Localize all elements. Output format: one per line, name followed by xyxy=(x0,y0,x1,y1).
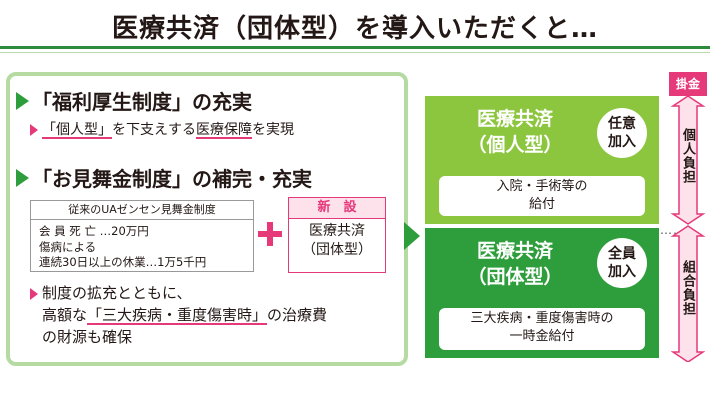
title-divider xyxy=(0,46,710,49)
benefit-line2: 給付 xyxy=(528,197,555,212)
new-plan-line1: 医療共済 xyxy=(309,223,365,239)
benefit-line2: 一時金給付 xyxy=(509,329,575,344)
benefit-line1: 入院・手術等の xyxy=(496,179,588,194)
new-plan-name: 医療共済 （団体型） xyxy=(289,222,385,260)
plus-icon xyxy=(258,222,282,246)
legacy-condolence-box: 従来のUAゼンセン見舞金制度 会 員 死 亡 …20万円 傷病による 連続30日… xyxy=(30,200,254,272)
legacy-injury-label: 傷病による xyxy=(39,240,97,254)
note-costly-text: 高額な xyxy=(42,306,88,324)
union-burden-arrow xyxy=(670,225,706,362)
optional-enrollment-badge: 任意 加入 xyxy=(597,108,647,158)
individual-plan-benefit: 入院・手術等の 給付 xyxy=(439,176,645,216)
page-title: 医療共済（団体型）を導入いただくと… xyxy=(111,14,598,44)
medical-coverage-text: 医療保障 xyxy=(196,122,252,138)
note-line3: の財源も確保 xyxy=(42,328,133,346)
new-badge: 新 設 xyxy=(289,198,385,219)
mandatory-enrollment-badge: 全員 加入 xyxy=(597,238,647,288)
note-line2: 高額な「三大疾病・重度傷害時」の治療費 xyxy=(42,304,327,325)
individual-plan-title-line1: 医療共済 xyxy=(476,108,553,130)
benefit-line1: 三大疾病・重度傷害時の xyxy=(470,311,614,326)
realize-text: を実現 xyxy=(252,122,294,138)
bullet-arrow-icon xyxy=(30,124,38,136)
badge-line1: 全員 xyxy=(608,246,636,262)
premium-arrows xyxy=(670,96,706,362)
individual-plan-title-line2: （個人型） xyxy=(467,134,563,156)
group-plan-title-line1: 医療共済 xyxy=(476,240,553,262)
note-critical-illness-text: 「三大疾病・重度傷害時」 xyxy=(87,306,268,324)
welfare-description: 「個人型」を下支えする医療保障を実現 xyxy=(42,119,294,139)
group-plan-box: 医療共済 （団体型） 全員 加入 三大疾病・重度傷害時の 一時金給付 xyxy=(425,228,659,358)
badge-line2: 加入 xyxy=(608,134,636,150)
individual-burden-arrow xyxy=(670,96,706,225)
heading-arrow-icon xyxy=(16,169,29,187)
premium-header: 掛金 xyxy=(669,72,707,96)
arrow-right-icon xyxy=(404,222,420,250)
individual-plan-box: 医療共済 （個人型） 任意 加入 入院・手術等の 給付 xyxy=(425,96,659,224)
legacy-death-benefit: 会 員 死 亡 …20万円 xyxy=(39,224,149,238)
support-text: を下支えする xyxy=(112,122,196,138)
badge-line1: 任意 xyxy=(608,116,636,132)
group-plan-title: 医療共済 （団体型） xyxy=(435,238,595,290)
group-plan-benefit: 三大疾病・重度傷害時の 一時金給付 xyxy=(439,308,645,350)
note-line1: 制度の拡充とともに、 xyxy=(42,284,192,302)
individual-burden-label: 個人負担 xyxy=(680,128,695,184)
title-divider-thin xyxy=(0,52,710,53)
note-treatment-text: の治療費 xyxy=(267,306,328,324)
heading-arrow-icon xyxy=(16,92,29,110)
individual-type-text: 「個人型」 xyxy=(42,122,112,138)
legacy-leave-benefit: 連続30日以上の休業…1万5千円 xyxy=(39,255,207,269)
new-plan-line2: （団体型） xyxy=(302,242,372,258)
badge-line2: 加入 xyxy=(608,264,636,280)
union-burden-label: 組合負担 xyxy=(680,260,695,316)
group-plan-title-line2: （団体型） xyxy=(467,266,563,288)
new-plan-box: 新 設 医療共済 （団体型） xyxy=(288,197,386,273)
individual-plan-title: 医療共済 （個人型） xyxy=(435,106,595,158)
heading-condolence: 「お見舞金制度」の補完・充実 xyxy=(32,167,312,191)
legacy-box-header: 従来のUAゼンセン見舞金制度 xyxy=(31,201,253,220)
heading-welfare: 「福利厚生制度」の充実 xyxy=(32,90,252,114)
bullet-arrow-icon xyxy=(30,288,38,300)
